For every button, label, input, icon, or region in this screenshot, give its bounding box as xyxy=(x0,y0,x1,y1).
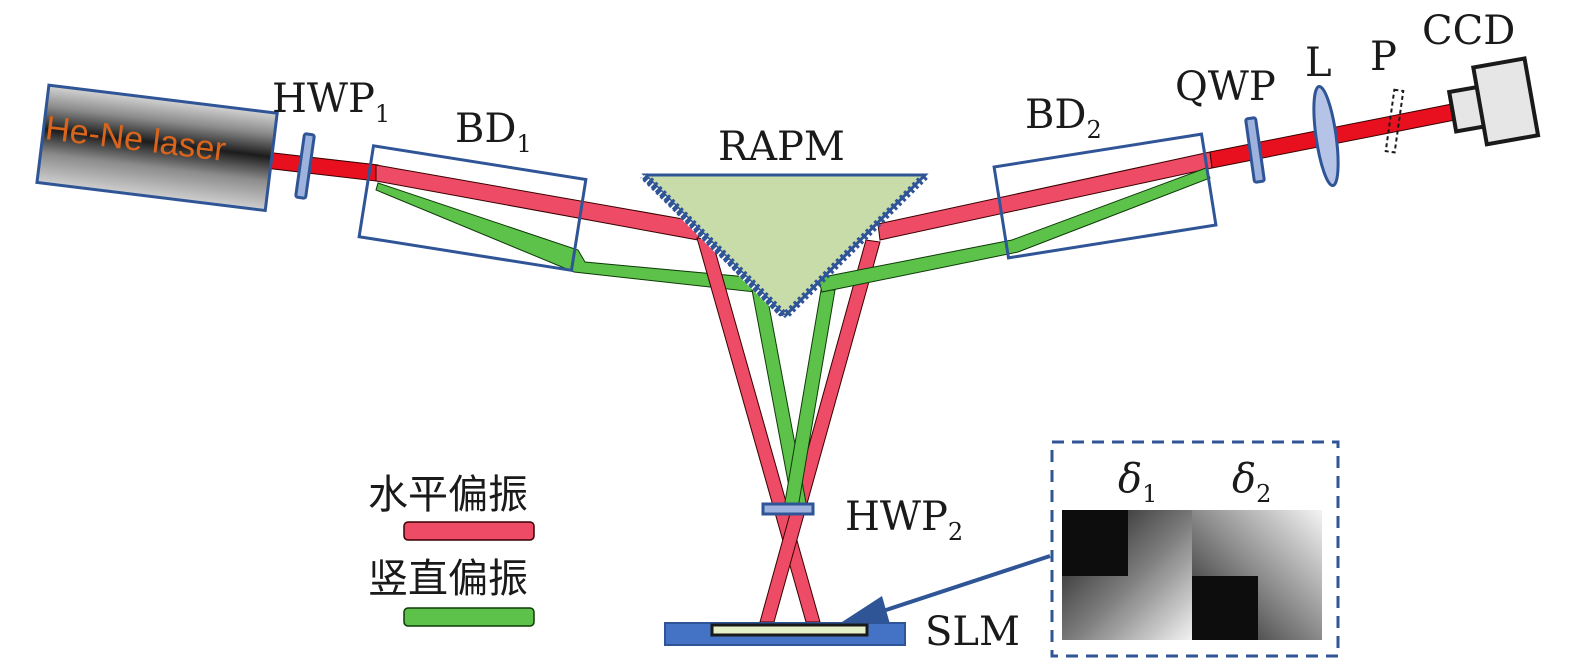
laser-beam xyxy=(264,151,379,182)
phase-map-delta1 xyxy=(1062,510,1192,640)
lens-label: L xyxy=(1305,40,1332,86)
bd2-box xyxy=(992,132,1218,260)
legend-horizontal-swatch xyxy=(403,521,535,541)
laser-body xyxy=(35,83,279,213)
inset-arrow-line xyxy=(879,554,1051,614)
legend-vertical-swatch xyxy=(403,607,535,627)
ccd-label: CCD xyxy=(1422,8,1515,54)
bd2-label: BD2 xyxy=(1025,92,1102,144)
hwp2-plate xyxy=(761,502,815,516)
legend-horizontal-label: 水平偏振 xyxy=(368,472,528,518)
delta2-label: δ2 xyxy=(1232,456,1271,508)
rapm-mirror-right xyxy=(782,173,928,319)
rapm-prism xyxy=(641,173,929,319)
legend-vertical-label: 竖直偏振 xyxy=(368,556,528,602)
rapm-label: RAPM xyxy=(718,124,845,170)
hwp1-plate xyxy=(294,132,316,200)
bd1-box xyxy=(357,144,588,273)
ccd-camera xyxy=(1446,56,1541,147)
slm-label: SLM xyxy=(925,609,1020,655)
bd1-label: BD1 xyxy=(455,106,532,158)
qwp-label: QWP xyxy=(1175,64,1276,110)
vertical-beam-right xyxy=(817,167,1211,293)
hwp1-label: HWP1 xyxy=(272,76,390,128)
qwp-plate xyxy=(1244,116,1266,184)
hwp2-label: HWP2 xyxy=(845,494,963,546)
polarizer-label: P xyxy=(1370,34,1397,80)
lens xyxy=(1312,84,1340,188)
phase-map-delta2 xyxy=(1192,510,1322,640)
delta1-label: δ1 xyxy=(1118,456,1157,508)
inset-arrow-head xyxy=(842,596,890,624)
slm-panel xyxy=(710,623,869,637)
rapm-mirror-left xyxy=(642,173,788,319)
